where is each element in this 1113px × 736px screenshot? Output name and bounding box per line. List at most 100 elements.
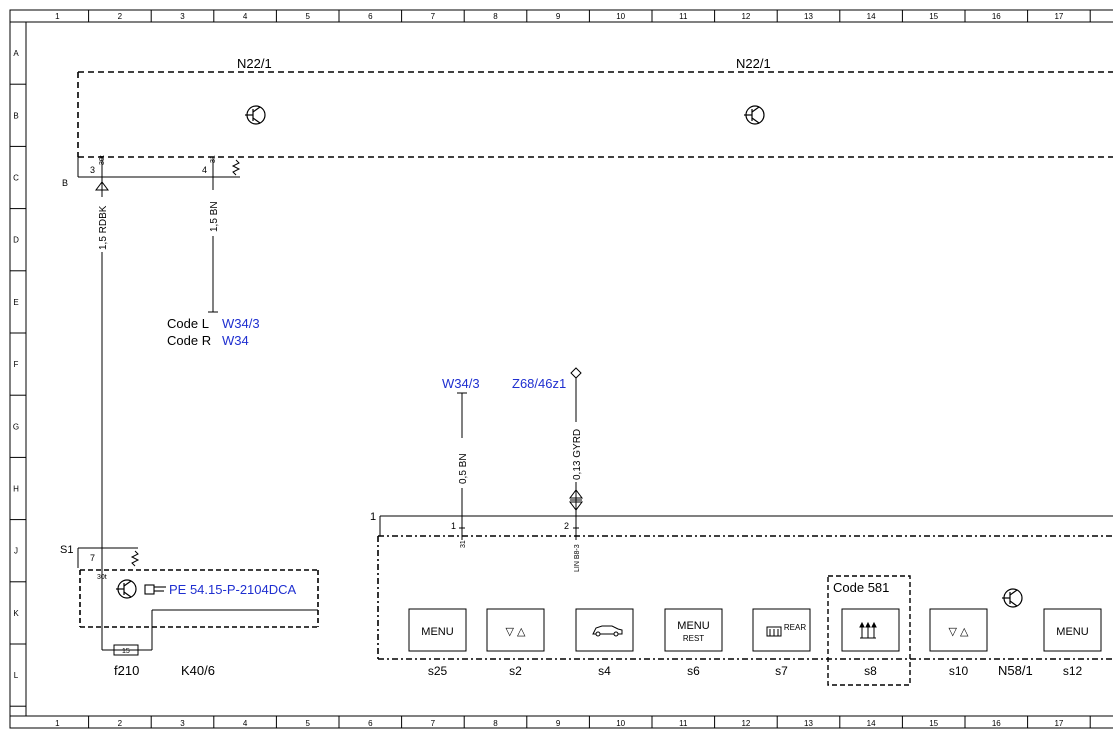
switch-button-s8[interactable]: [841, 608, 900, 652]
transistor-icon: [744, 105, 765, 125]
grid-column-label: 16: [992, 719, 1001, 728]
pin-label-2: 2: [564, 521, 569, 531]
grid-row-label: G: [13, 422, 19, 431]
switch-button-s10[interactable]: ▽ △: [929, 608, 988, 652]
button-label: s2: [509, 664, 522, 678]
button-label: s10: [949, 664, 969, 678]
k40-module-box: [79, 569, 319, 628]
grid-column-label: 15: [929, 719, 938, 728]
grid-column-label: 3: [180, 12, 185, 21]
wire-label-rdbk: 1,5 RDBK: [98, 205, 109, 250]
lin-pin-label: LIN B8-3: [574, 544, 581, 572]
grid-column-label: 8: [493, 12, 498, 21]
code-r-ref-link[interactable]: W34: [222, 333, 249, 348]
grid-row-label: L: [14, 671, 19, 680]
grid-row-label: C: [13, 174, 19, 183]
switch-button-s4[interactable]: [575, 608, 634, 652]
code-581-label: Code 581: [833, 580, 889, 595]
transistor-icon: [116, 579, 137, 599]
grid-row-label: H: [13, 485, 19, 494]
pin-label-4: 4: [202, 165, 207, 175]
button-text: ▽ △: [949, 626, 970, 638]
grid-column-label: 17: [1054, 12, 1063, 21]
grid-column-label: 15: [929, 12, 938, 21]
grid-row-label: B: [13, 111, 18, 120]
grid-column-label: 5: [305, 12, 310, 21]
grid-column-label: 3: [180, 719, 185, 728]
connector-label-b: B: [62, 178, 68, 188]
wire-05-bn: [457, 392, 467, 528]
switch-button-s12[interactable]: MENU: [1043, 608, 1102, 652]
grid-row-label: F: [14, 360, 19, 369]
fuse-value: 15: [122, 648, 130, 655]
wire-label-bn: 1,5 BN: [209, 201, 220, 232]
pin-label-1: 1: [451, 521, 456, 531]
grid-column-label: 4: [243, 12, 248, 21]
wire-label-05-bn: 0,5 BN: [458, 453, 469, 484]
grid-column-label: 11: [679, 12, 688, 21]
module-label-n22-left: N22/1: [237, 56, 272, 71]
grid-column-label: 14: [867, 719, 876, 728]
wire-013-gyrd: [569, 367, 583, 528]
grid-column-label: 5: [305, 719, 310, 728]
grid-column-label: 6: [368, 12, 373, 21]
n58-module-box: [377, 535, 1113, 660]
button-label: s25: [428, 664, 448, 678]
wire-bn: [208, 157, 218, 313]
grid-column-label: 6: [368, 719, 373, 728]
pe-reference-link[interactable]: PE 54.15-P-2104DCA: [169, 582, 297, 597]
grid-column-label: 14: [867, 12, 876, 21]
button-subtext: REST: [683, 634, 704, 643]
switch-button-s25[interactable]: MENU: [408, 608, 467, 652]
rear-defrost-icon: [766, 626, 782, 637]
grid-column-label: 10: [616, 719, 625, 728]
grid-column-label: 10: [616, 12, 625, 21]
diagram-frame: [9, 9, 1113, 729]
code-r-label: Code R: [167, 333, 211, 348]
fuse-label: f210: [114, 663, 139, 678]
module-label-k40: K40/6: [181, 663, 215, 678]
transistor-icon: [245, 105, 266, 125]
wire-rdbk: [95, 157, 109, 560]
ground-ref-link[interactable]: W34/3: [442, 376, 480, 391]
grid-column-label: 1: [55, 12, 60, 21]
grid-row-label: D: [13, 236, 19, 245]
button-text: MENU: [421, 626, 453, 638]
module-label-n58: N58/1: [998, 663, 1033, 678]
code-l-label: Code L: [167, 316, 209, 331]
grid-column-label: 11: [679, 719, 688, 728]
harness-connector: [379, 515, 1113, 536]
pointing-hand-icon: [144, 584, 166, 595]
grid-column-label: 2: [118, 719, 123, 728]
pin-label-31-n58: 31: [460, 540, 467, 548]
wire-label-013-gyrd: 0,13 GYRD: [572, 429, 583, 480]
switch-button-s2[interactable]: ▽ △: [486, 608, 545, 652]
grid-column-label: 4: [243, 719, 248, 728]
transistor-icon: [1002, 588, 1023, 608]
connector-label-s1: S1: [60, 544, 73, 556]
module-label-n22-right: N22/1: [736, 56, 771, 71]
pin-label-3: 3: [90, 165, 95, 175]
grid-column-label: 1: [55, 719, 60, 728]
grid-column-label: 9: [556, 12, 561, 21]
grid-column-label: 13: [804, 719, 813, 728]
button-label: s6: [687, 664, 700, 678]
grid-column-label: 16: [992, 12, 1001, 21]
code-l-ref-link[interactable]: W34/3: [222, 316, 260, 331]
button-label: s12: [1063, 664, 1083, 678]
grid-column-label: 13: [804, 12, 813, 21]
button-label: s7: [775, 664, 788, 678]
pin-marks: [459, 527, 579, 540]
splice-ref-link[interactable]: Z68/46z1: [512, 376, 566, 391]
button-text: REAR: [784, 623, 806, 632]
button-label: s8: [864, 664, 877, 678]
grid-column-label: 12: [741, 12, 750, 21]
harness-label: 1: [370, 511, 376, 523]
car-icon: [592, 625, 623, 637]
button-text: ▽ △: [506, 626, 527, 638]
